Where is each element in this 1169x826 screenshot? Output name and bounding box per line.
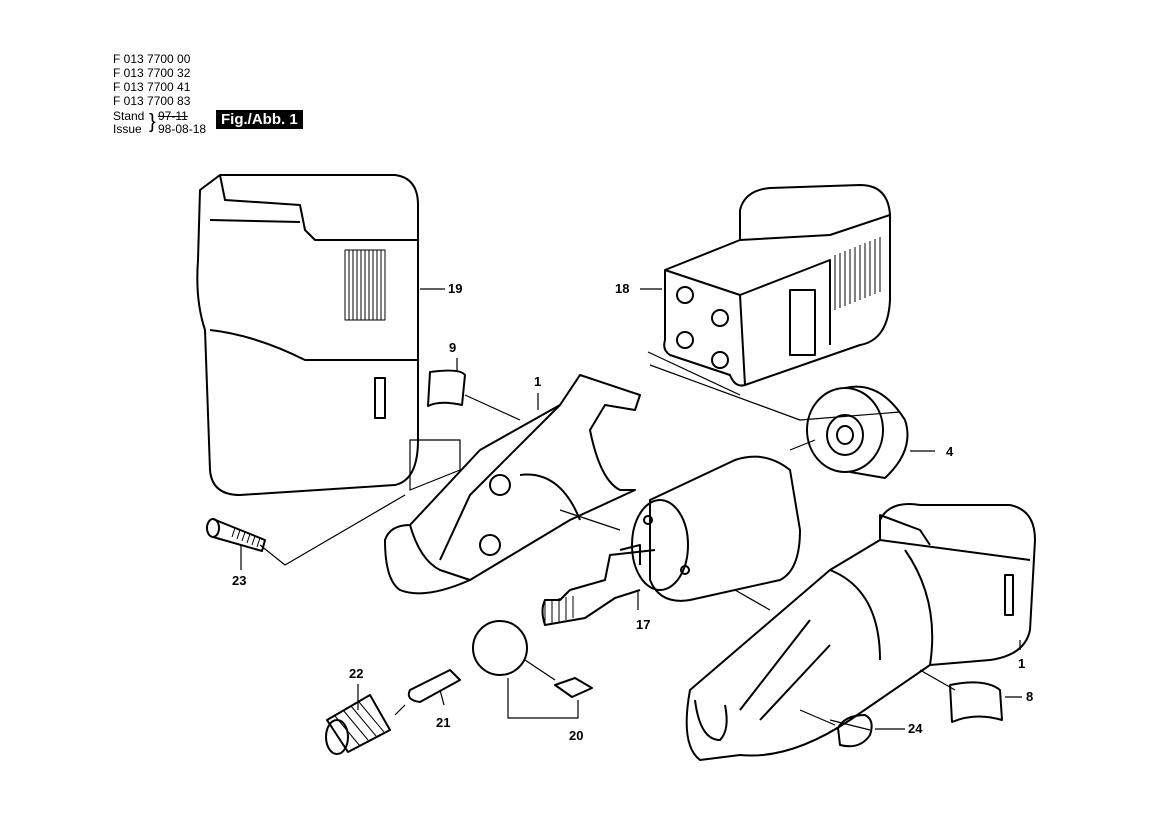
callout-8: 8: [1026, 689, 1034, 704]
part-20-ring: [472, 620, 528, 676]
part-number: F 013 7700 83: [113, 94, 191, 108]
callout-18: 18: [615, 281, 630, 296]
part-19-cover: [196, 174, 419, 496]
callout-20: 20: [569, 728, 584, 743]
figure-label: Fig./Abb. 1: [216, 110, 303, 129]
part-1-housing-half: [384, 374, 641, 595]
issue-value: 98-08-18: [158, 122, 207, 136]
stand-label: Stand: [113, 109, 145, 123]
part-21-collet: [407, 669, 461, 703]
part-23-screw: [206, 518, 266, 552]
callout-22: 22: [349, 666, 364, 681]
part-24-switch: [837, 714, 873, 748]
callout-24: 24: [908, 721, 923, 736]
part-22-collet-nut: [325, 694, 391, 755]
part-20-clip: [554, 677, 593, 698]
part-1-housing: [685, 503, 1036, 761]
part-9-label: [427, 369, 466, 407]
part-number: F 013 7700 00: [113, 52, 191, 66]
part-18-battery: [663, 184, 891, 387]
callout-1: 1: [534, 374, 542, 389]
part-17-motor: [541, 455, 801, 626]
callout-17: 17: [636, 617, 651, 632]
callout-23: 23: [232, 573, 247, 588]
callout-4: 4: [946, 444, 954, 459]
part-number: F 013 7700 41: [113, 80, 191, 94]
callout-9: 9: [449, 340, 457, 355]
brace-icon: }: [149, 111, 156, 133]
callout-21: 21: [436, 715, 451, 730]
callout-19: 19: [448, 281, 463, 296]
callout-1-housing: 1: [1018, 656, 1026, 671]
stand-value: 97-11: [158, 109, 188, 123]
part-4-end-cap: [806, 385, 909, 479]
issue-label: Issue: [113, 122, 142, 136]
part-number: F 013 7700 32: [113, 66, 191, 80]
part-8-label: [949, 681, 1003, 723]
